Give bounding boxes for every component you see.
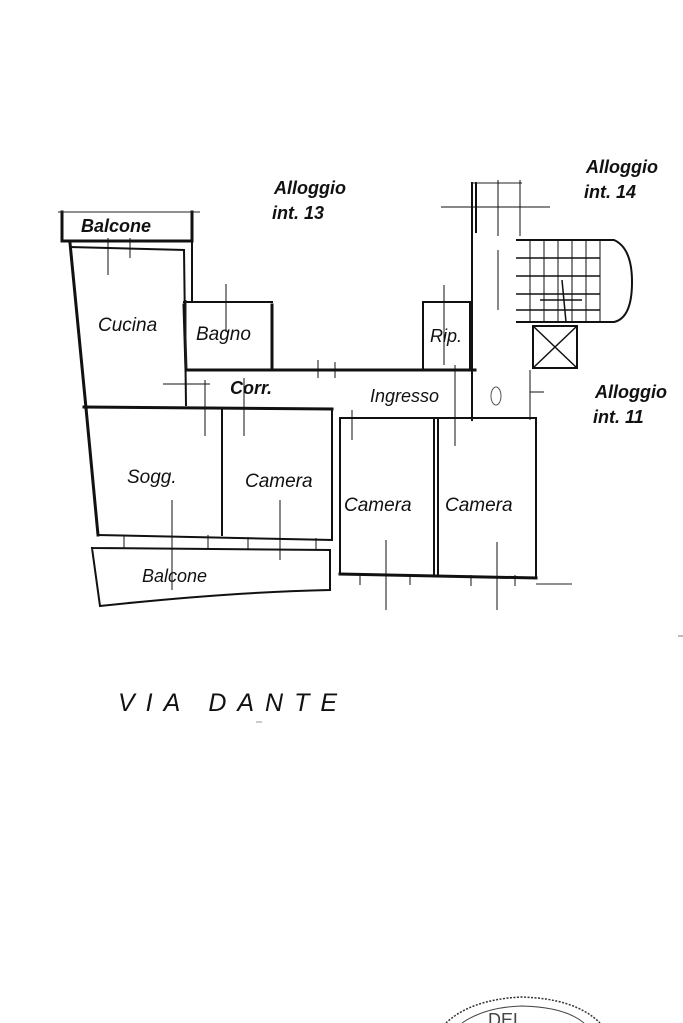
- neighbour-int14-line1: Alloggio: [585, 157, 658, 177]
- room-ingresso: Ingresso: [370, 386, 439, 406]
- room-camera-2: Camera: [344, 495, 412, 516]
- room-cucina: Cucina: [98, 315, 157, 336]
- walls: [58, 182, 572, 608]
- room-camera-3: Camera: [445, 495, 513, 516]
- stamp: DEL: [445, 996, 601, 1023]
- column-mark: [490, 386, 502, 406]
- neighbour-int11-line1: Alloggio: [594, 382, 667, 402]
- room-balcone-top: Balcone: [81, 216, 151, 236]
- room-bagno: Bagno: [196, 324, 251, 345]
- street-name: VIA DANTE: [118, 689, 348, 717]
- room-soggiorno: Sogg.: [127, 467, 177, 488]
- neighbour-int13-line1: Alloggio: [273, 178, 346, 198]
- opening-ticks: [107, 180, 550, 610]
- room-balcone-bottom: Balcone: [142, 566, 207, 586]
- neighbour-int14-line2: int. 14: [584, 182, 636, 202]
- room-camera-1: Camera: [245, 471, 313, 492]
- neighbour-int13-line2: int. 13: [272, 203, 324, 223]
- neighbour-int11-line2: int. 11: [593, 407, 644, 427]
- staircase: [497, 239, 634, 369]
- room-ripostiglio: Rip.: [430, 326, 462, 346]
- room-corridoio: Corr.: [230, 378, 272, 398]
- stamp-text: DEL: [488, 1010, 523, 1023]
